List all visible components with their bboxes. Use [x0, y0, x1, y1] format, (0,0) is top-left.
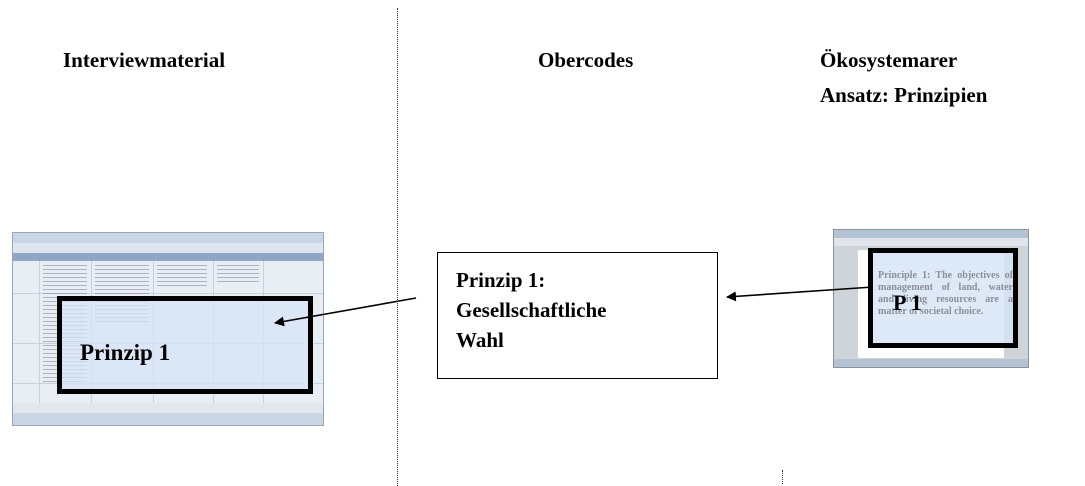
obercode-box: [437, 252, 718, 379]
obercode-text: Prinzip 1: Gesellschaftliche Wahl: [456, 265, 606, 355]
obercode-line-2: Gesellschaftliche: [456, 298, 607, 322]
p1-highlight-frame: [868, 248, 1018, 348]
small-dotted-tick: [782, 470, 783, 484]
principle-1-faint-text: Principle 1: The objectives of managemen…: [878, 270, 1013, 317]
prinzip-1-highlight-frame: [57, 296, 313, 394]
obercode-line-1: Prinzip 1:: [456, 268, 546, 292]
heading-oekosystemarer: Ökosystemarer: [820, 48, 958, 72]
arrow-to-obercode-box: [726, 286, 874, 302]
p1-label: P 1: [893, 290, 922, 315]
prinzip-1-label: Prinzip 1: [80, 340, 171, 365]
heading-ansatz-prinzipien: Ansatz: Prinzipien: [820, 83, 988, 107]
column-divider: [397, 8, 398, 486]
heading-interviewmaterial: Interviewmaterial: [63, 48, 226, 72]
heading-obercodes: Obercodes: [538, 48, 634, 72]
arrow-to-interview-frame: [274, 297, 417, 327]
obercode-line-3: Wahl: [456, 328, 504, 352]
